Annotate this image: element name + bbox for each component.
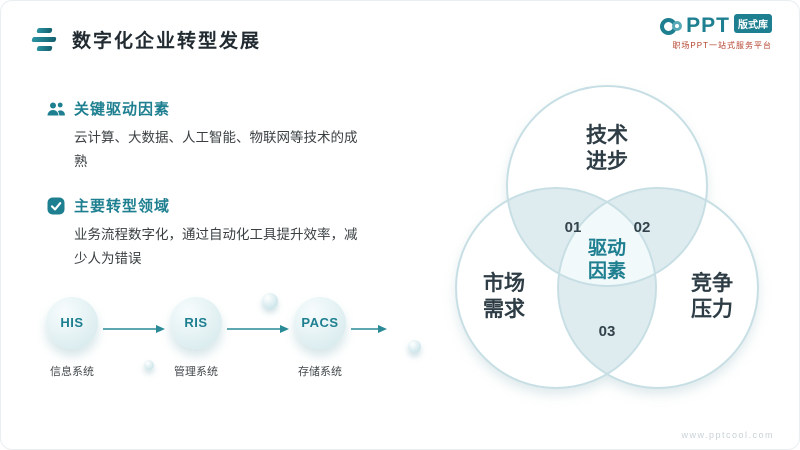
content-left: 关键驱动因素 云计算、大数据、人工智能、物联网等技术的成熟 主要转型领域 业务流… [46,98,441,379]
venn-label-competition: 压力 [691,298,733,321]
flow-node: HIS [46,296,98,349]
header: 数字化企业转型发展 [30,26,261,53]
decor-sphere [144,360,154,370]
venn-badge-02: 02 [634,219,651,236]
section-heading-row: 主要转型领域 [46,195,441,216]
flow-step-ris: RIS 管理系统 [170,296,222,379]
arrow-right-icon [227,321,289,339]
section-heading: 主要转型领域 [74,198,171,216]
brand-rings-icon [660,17,683,35]
section-body: 云计算、大数据、人工智能、物联网等技术的成熟 [74,130,358,169]
arrow-right-icon [103,321,165,339]
page-title: 数字化企业转型发展 [72,31,262,52]
section-heading-row: 关键驱动因素 [46,98,441,119]
arrow-right-icon [351,321,387,339]
brand-badge: 版式库 [734,14,772,33]
title-logo-icon [30,27,60,53]
brand-logo: PPT 版式库 职场PPT一站式服务平台 [660,14,772,51]
people-icon [46,99,66,119]
venn-center-label: 驱动 [588,237,626,259]
brand-tagline: 职场PPT一站式服务平台 [672,41,772,50]
flow-node: RIS [170,296,222,349]
section-body: 业务流程数字化，通过自动化工具提升效率，减少人为错误 [74,227,358,266]
venn-diagram: 技术 进步 市场 需求 竞争 压力 驱动 因素 01 02 03 [442,68,782,418]
section-key-drivers: 关键驱动因素 云计算、大数据、人工智能、物联网等技术的成熟 [46,98,441,173]
venn-center-label: 因素 [588,259,626,282]
venn-label-market: 市场 [483,271,525,295]
flow-caption: 管理系统 [174,365,218,378]
decor-sphere [262,293,278,309]
section-heading: 关键驱动因素 [74,101,171,118]
venn-badge-01: 01 [565,219,582,236]
venn-label-technology: 进步 [586,149,628,173]
flow-caption: 存储系统 [298,365,342,378]
venn-label-competition: 竞争 [691,271,733,295]
check-square-icon [46,196,66,216]
flow-caption: 信息系统 [50,365,94,378]
system-flow: HIS 信息系统 RIS 管理系统 PACS 存储系统 [46,296,441,379]
decor-sphere [408,340,421,353]
flow-node: PACS [294,296,346,349]
flow-step-his: HIS 信息系统 [46,296,98,379]
venn-label-market: 需求 [483,298,525,321]
venn-label-technology: 技术 [586,124,628,147]
section-transform-areas: 主要转型领域 业务流程数字化，通过自动化工具提升效率，减少人为错误 [46,195,441,270]
flow-step-pacs: PACS 存储系统 [294,296,346,379]
watermark: www.pptcool.com [681,430,774,440]
brand-name: PPT [686,14,730,37]
venn-badge-03: 03 [599,323,616,340]
